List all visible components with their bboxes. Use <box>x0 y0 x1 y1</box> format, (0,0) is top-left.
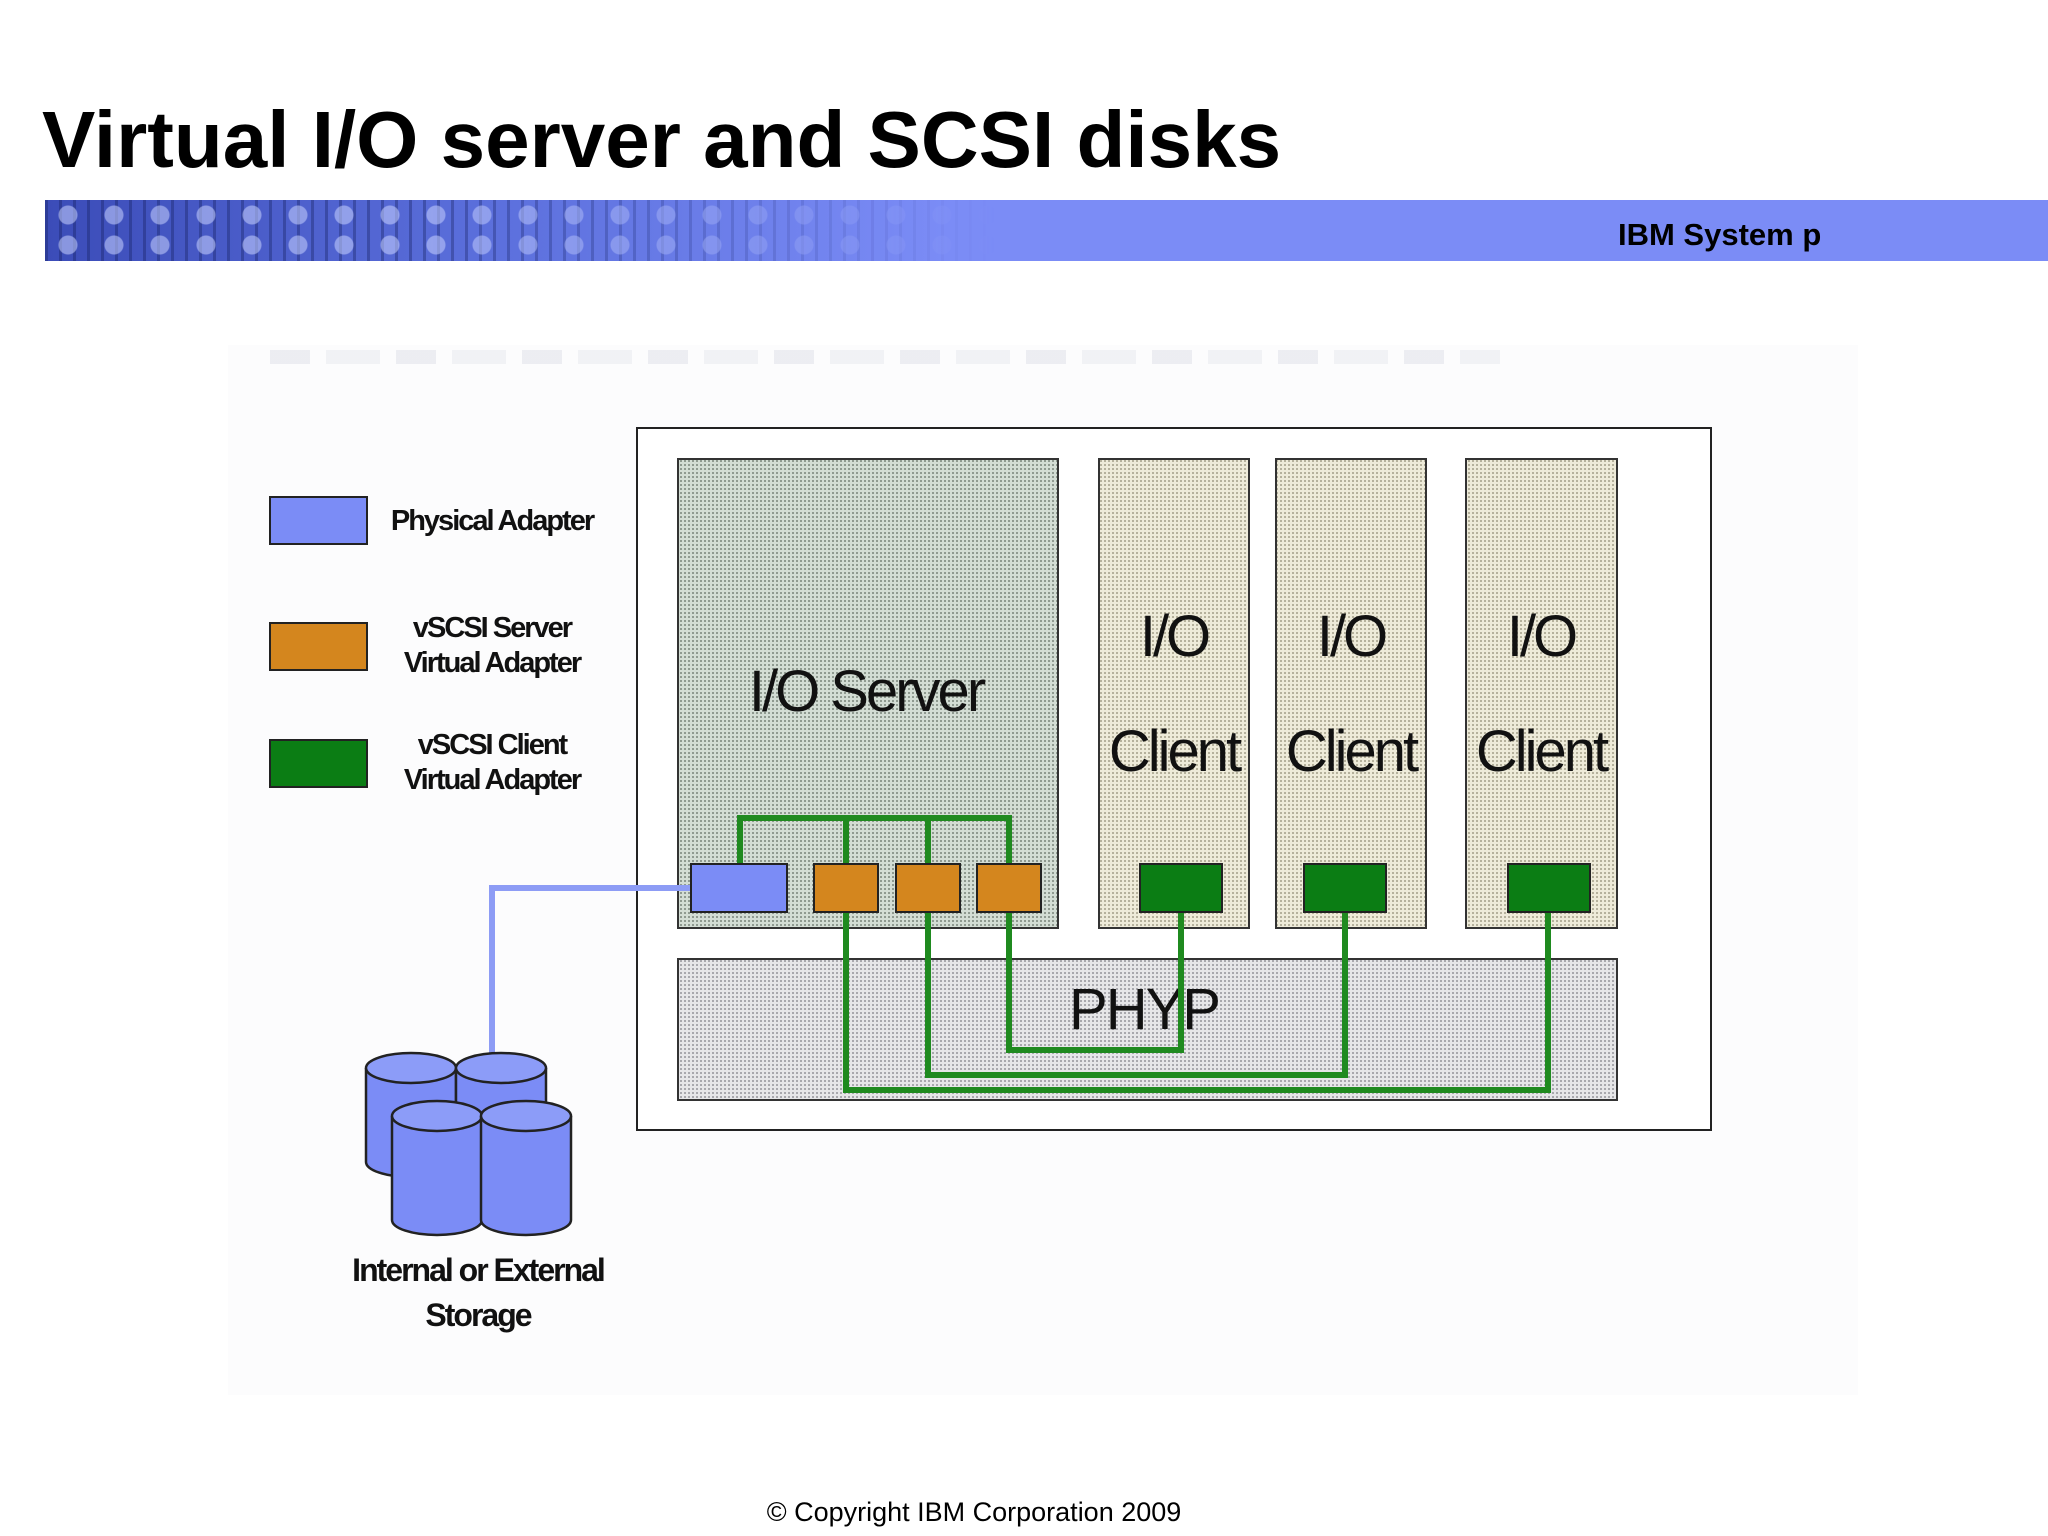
legend-swatch-vscsi-client-adapter <box>269 739 368 788</box>
vscsi-client-adapter-3 <box>1507 863 1591 913</box>
hypervisor-layer: PHYP <box>677 958 1618 1101</box>
io-client-label-line1: I/O <box>1507 604 1576 669</box>
vscsi-link-client-2 <box>925 910 1348 1078</box>
io-client-partition-1: I/O Client <box>1098 458 1250 929</box>
header-banner <box>45 200 2048 261</box>
io-server-partition: I/O Server <box>677 458 1059 929</box>
banner-label: IBM System p <box>1618 217 1822 252</box>
storage-disks-icon <box>364 1051 573 1237</box>
storage-label-line2: Storage <box>425 1297 531 1333</box>
vscsi-client-adapter-2 <box>1303 863 1387 913</box>
io-server-label: I/O Server <box>749 659 986 724</box>
legend: Physical Adapter vSCSI Server Virtual Ad… <box>269 496 597 796</box>
io-client-label-line2: Client <box>1286 719 1419 784</box>
phyp-label: PHYP <box>1069 977 1219 1042</box>
legend-label-vscsi-server-line2: Virtual Adapter <box>404 647 582 679</box>
disk-cylinder <box>479 1099 573 1237</box>
legend-label-vscsi-client-line2: Virtual Adapter <box>404 764 582 796</box>
legend-label-physical-adapter: Physical Adapter <box>391 505 595 537</box>
io-client-partition-3: I/O Client <box>1465 458 1618 929</box>
vscsi-server-adapter-2 <box>895 863 961 913</box>
vscsi-link-client-1 <box>1006 910 1184 1053</box>
vscsi-server-adapter-1 <box>813 863 879 913</box>
io-client-box <box>1098 458 1250 929</box>
io-client-partition-2: I/O Client <box>1275 458 1427 929</box>
vscsi-link-client-3 <box>843 910 1551 1093</box>
vscsi-client-adapter-1 <box>1139 863 1223 913</box>
legend-swatch-vscsi-server-adapter <box>269 622 368 671</box>
storage-label-line1: Internal or External <box>352 1252 604 1288</box>
vscsi-server-adapter-3 <box>976 863 1042 913</box>
adapters <box>690 863 1591 913</box>
legend-label-vscsi-server-line1: vSCSI Server <box>413 612 573 644</box>
copyright-footer: © Copyright IBM Corporation 2009 <box>766 1497 1182 1527</box>
banner-pattern <box>45 200 995 261</box>
io-client-box <box>1275 458 1427 929</box>
disk-cylinder <box>390 1099 484 1237</box>
legend-swatch-physical-adapter <box>269 496 368 545</box>
slide-title: Virtual I/O server and SCSI disks <box>42 95 1282 184</box>
io-client-label-line1: I/O <box>1140 604 1209 669</box>
legend-label-vscsi-client-line1: vSCSI Client <box>418 729 569 761</box>
faint-caption-strip <box>270 350 1500 364</box>
physical-adapter <box>690 863 788 913</box>
io-client-label-line2: Client <box>1109 719 1242 784</box>
physical-storage-link <box>489 885 690 1055</box>
vscsi-connections <box>737 815 1551 1093</box>
io-client-label-line1: I/O <box>1317 604 1386 669</box>
io-client-box <box>1465 458 1618 929</box>
server-adapter-bus <box>737 815 1012 865</box>
io-client-label-line2: Client <box>1476 719 1609 784</box>
